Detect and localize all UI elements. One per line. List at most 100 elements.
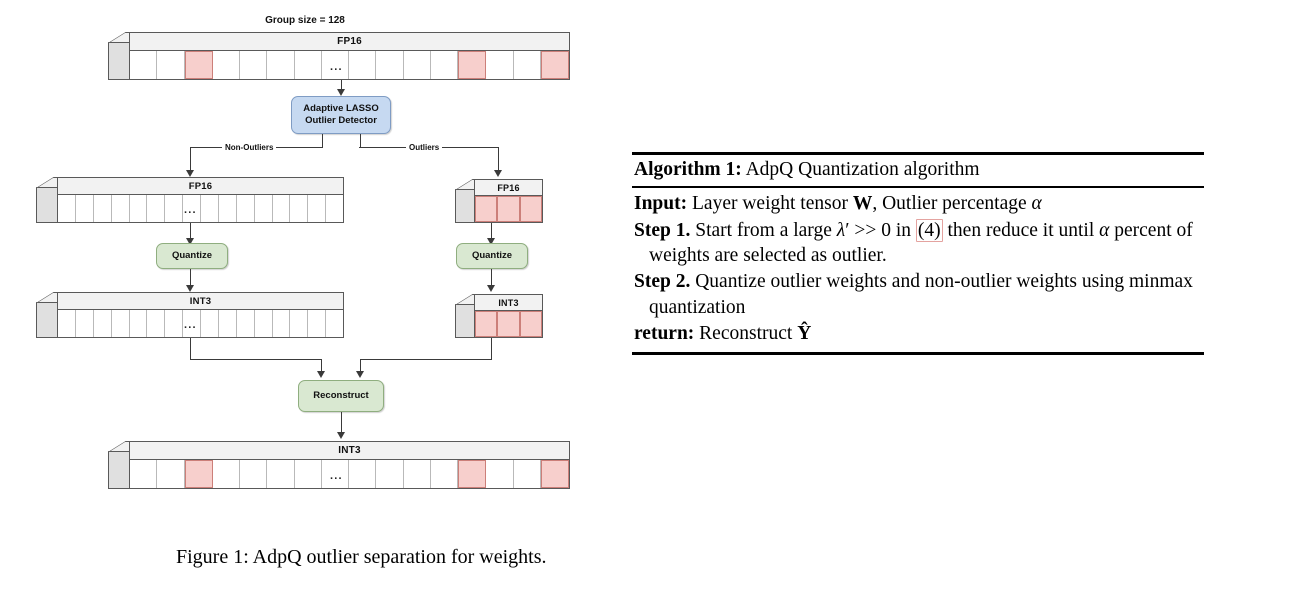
bar-cells xyxy=(129,50,570,80)
connector-line xyxy=(190,269,192,288)
quantize-right-box[interactable]: Quantize xyxy=(456,243,528,269)
bar-cell xyxy=(129,310,148,337)
merge-stem-left xyxy=(321,359,323,375)
bar-cell xyxy=(513,460,541,488)
input-fp16-bar: FP16 ... xyxy=(108,32,570,80)
merge-stem-right xyxy=(360,359,362,375)
bar-cell-outlier xyxy=(184,460,213,488)
bar-top-label: FP16 xyxy=(474,179,543,196)
bar-cell xyxy=(93,310,112,337)
algorithm-title-rest: AdpQ Quantization algorithm xyxy=(741,159,980,180)
edge-label-outliers: Outliers xyxy=(406,143,443,152)
quantize-left-box[interactable]: Quantize xyxy=(156,243,228,269)
bar-cell xyxy=(111,310,130,337)
bar-cell xyxy=(430,460,458,488)
algorithm-line-step1-keyword: Step 1. xyxy=(634,219,691,241)
bar-cell xyxy=(486,51,514,79)
bar-cell-ellipsis xyxy=(183,195,201,222)
bar-cell-outlier xyxy=(540,460,569,488)
nonoutlier-fp16-bar: FP16 ... xyxy=(36,177,344,223)
algorithm-line-return-keyword: return: xyxy=(634,323,695,345)
branch-drop-right xyxy=(498,147,500,174)
bar-cell-outlier xyxy=(519,311,542,337)
branch-drop-left xyxy=(190,147,192,174)
bar-cell xyxy=(111,195,130,222)
bar-cell xyxy=(267,460,295,488)
bar-cell xyxy=(349,460,377,488)
merge-line-right xyxy=(360,359,492,361)
algorithm-block: Algorithm 1: AdpQ Quantization algorithm… xyxy=(632,152,1204,356)
bar-cell xyxy=(218,195,237,222)
algorithm-line-return: return: Reconstruct Ŷ xyxy=(634,321,1202,346)
connector-line xyxy=(491,269,493,288)
bar-cell xyxy=(218,310,237,337)
bar-side-face xyxy=(36,302,58,338)
merge-drop-left xyxy=(190,338,192,360)
connector-arrowhead xyxy=(337,89,345,96)
bar-cell xyxy=(240,460,268,488)
bar-cell xyxy=(130,460,158,488)
algorithm-line-input-text: Layer weight tensor W, Outlier percentag… xyxy=(687,193,1042,215)
reconstruct-box[interactable]: Reconstruct xyxy=(298,380,384,412)
bar-cell-outlier xyxy=(540,51,569,79)
bar-cell xyxy=(290,195,309,222)
connector-arrowhead xyxy=(337,432,345,439)
bar-cell xyxy=(212,51,240,79)
bar-cell xyxy=(201,195,219,222)
bar-cell-outlier xyxy=(184,51,213,79)
detector-label-line1: Adaptive LASSO xyxy=(303,103,379,115)
bar-cell xyxy=(130,51,158,79)
algorithm-line-step2: Step 2. Quantize outlier weights and non… xyxy=(634,269,1202,320)
bar-cell xyxy=(308,195,327,222)
bar-cell xyxy=(157,51,185,79)
connector-line xyxy=(190,223,192,242)
bar-cell xyxy=(93,195,112,222)
adaptive-lasso-detector-box[interactable]: Adaptive LASSO Outlier Detector xyxy=(291,96,391,134)
outlier-fp16-bar: FP16 xyxy=(455,179,543,223)
algorithm-bottom-rule xyxy=(632,352,1204,356)
bar-cell xyxy=(165,310,184,337)
bar-cell xyxy=(486,460,514,488)
bar-side-face xyxy=(36,187,58,223)
bar-cell xyxy=(75,195,94,222)
bar-cell xyxy=(240,51,268,79)
bar-cell xyxy=(349,51,377,79)
connector-line xyxy=(341,412,343,435)
group-size-label: Group size = 128 xyxy=(265,15,345,26)
bar-top-label: INT3 xyxy=(129,441,570,460)
bar-cell xyxy=(267,51,295,79)
bar-side-face xyxy=(455,189,475,223)
bar-cell xyxy=(58,310,76,337)
outlier-int3-bar: INT3 xyxy=(455,294,543,338)
detector-label: Adaptive LASSO Outlier Detector xyxy=(303,103,379,127)
bar-cells xyxy=(57,309,344,338)
edge-label-non-outliers: Non-Outliers xyxy=(222,143,277,152)
bar-cells xyxy=(474,195,543,223)
merge-arrow-left xyxy=(317,371,325,378)
bar-cell xyxy=(376,51,404,79)
reconstruct-label: Reconstruct xyxy=(313,390,369,402)
bar-cell-outlier xyxy=(475,311,498,337)
algorithm-line-return-text: Reconstruct Ŷ xyxy=(694,323,812,345)
bar-cell xyxy=(513,51,541,79)
figure-caption: Figure 1: AdpQ outlier separation for we… xyxy=(176,546,547,568)
bar-cell xyxy=(294,460,322,488)
diagram-canvas: Group size = 128 FP16 ... xyxy=(0,0,620,605)
quantize-left-label: Quantize xyxy=(171,250,213,262)
bar-cell-ellipsis xyxy=(321,460,349,488)
nonoutlier-int3-bar: INT3 ... xyxy=(36,292,344,338)
bar-cell-ellipsis xyxy=(183,310,201,337)
branch-arrow-left xyxy=(186,170,194,177)
bar-cell xyxy=(236,195,255,222)
algorithm-line-step2-keyword: Step 2. xyxy=(634,271,691,293)
algorithm-title-bold: Algorithm 1: xyxy=(634,159,742,180)
bar-ellipsis: ... xyxy=(184,319,197,331)
bar-cell xyxy=(430,51,458,79)
bar-cell xyxy=(376,460,404,488)
algorithm-line-step2-text: Quantize outlier weights and non-outlier… xyxy=(649,271,1193,318)
bar-cell xyxy=(403,460,431,488)
branch-arrow-right xyxy=(494,170,502,177)
algorithm-line-input: Input: Layer weight tensor W, Outlier pe… xyxy=(634,191,1202,216)
detector-label-line2: Outlier Detector xyxy=(305,115,377,126)
bar-cell xyxy=(165,195,184,222)
